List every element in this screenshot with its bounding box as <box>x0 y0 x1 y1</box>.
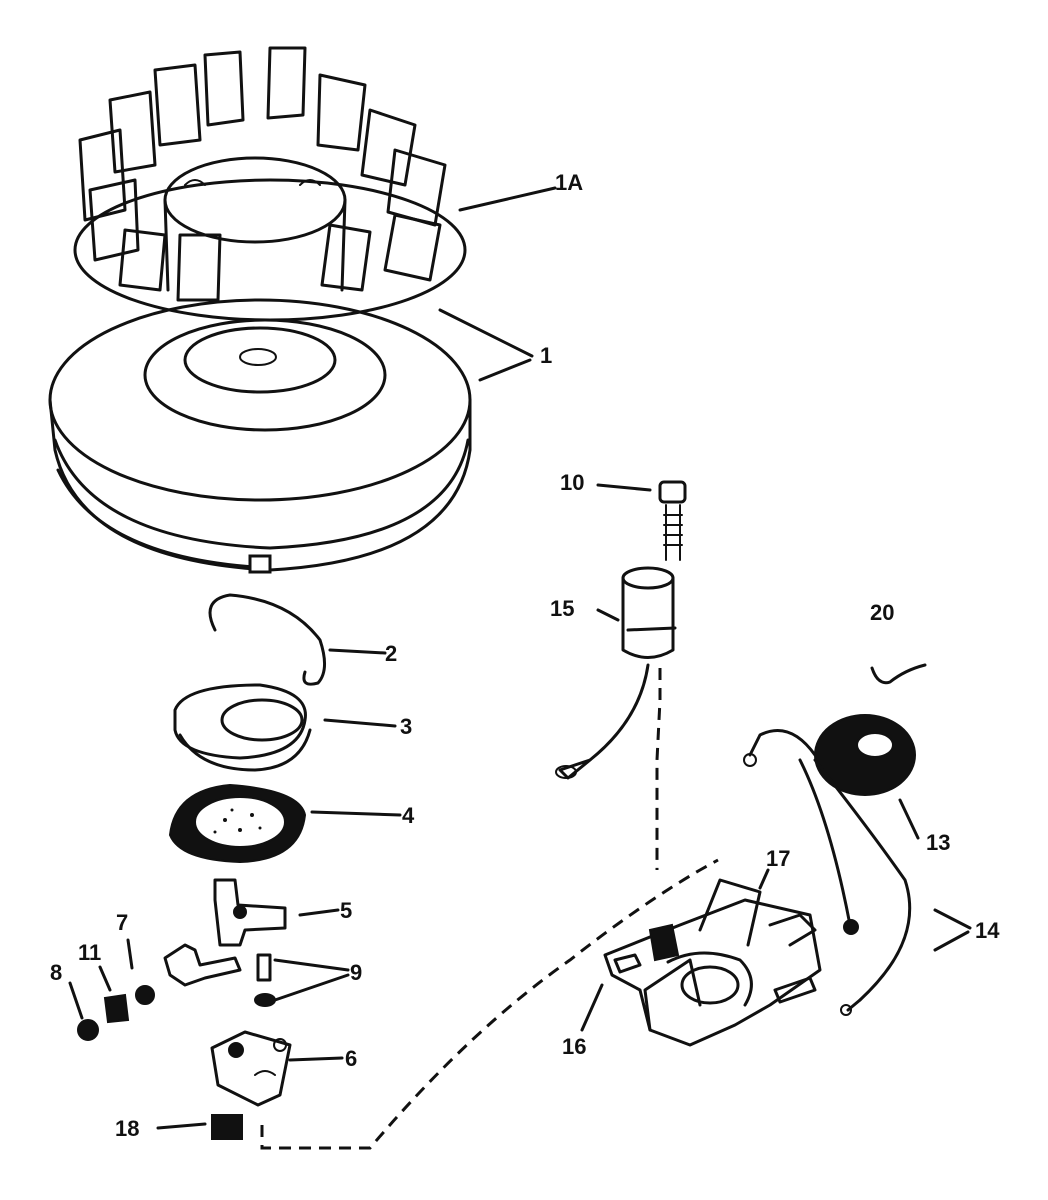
callout-2: 2 <box>385 641 398 666</box>
washer-7 <box>135 985 155 1005</box>
callout-13: 13 <box>926 830 951 855</box>
wire-20 <box>870 663 927 685</box>
callout-16: 16 <box>562 1034 587 1059</box>
nut-8 <box>77 1019 99 1041</box>
callout-5: 5 <box>340 898 353 923</box>
contact-arm <box>213 878 287 947</box>
felt-pad <box>168 783 307 864</box>
callout-1a: 1A <box>555 170 584 195</box>
callout-3: 3 <box>400 714 413 739</box>
clip-11 <box>103 993 130 1024</box>
callout-18: 18 <box>115 1116 140 1141</box>
callout-17: 17 <box>766 846 791 871</box>
callout-4: 4 <box>402 803 415 828</box>
callout-10: 10 <box>560 470 585 495</box>
fan-blower <box>73 46 467 322</box>
screw-10 <box>658 480 687 561</box>
ignition-leads-14 <box>798 758 912 1016</box>
callout-14: 14 <box>975 918 1000 943</box>
callout-9: 9 <box>350 960 363 985</box>
callout-20: 20 <box>870 600 895 625</box>
callout-7: 7 <box>116 910 129 935</box>
condenser-lead-route <box>655 668 662 870</box>
ignition-coil <box>603 878 822 1047</box>
callout-11: 11 <box>78 940 102 965</box>
screw-washer-9 <box>254 953 276 1007</box>
callout-6: 6 <box>345 1046 358 1071</box>
flywheel <box>48 298 472 574</box>
condenser-bracket <box>210 1030 292 1107</box>
condenser-15 <box>555 566 677 780</box>
leader-lines <box>68 186 972 1130</box>
callout-15: 15 <box>550 596 575 621</box>
felt-plate <box>173 683 312 772</box>
spark-boot-13 <box>743 714 916 796</box>
grommet-18 <box>211 1114 243 1140</box>
spring-clip <box>208 593 326 686</box>
point-lever <box>163 943 242 987</box>
callout-8: 8 <box>50 960 63 985</box>
wire-route <box>260 858 719 1150</box>
callout-1: 1 <box>540 343 553 368</box>
